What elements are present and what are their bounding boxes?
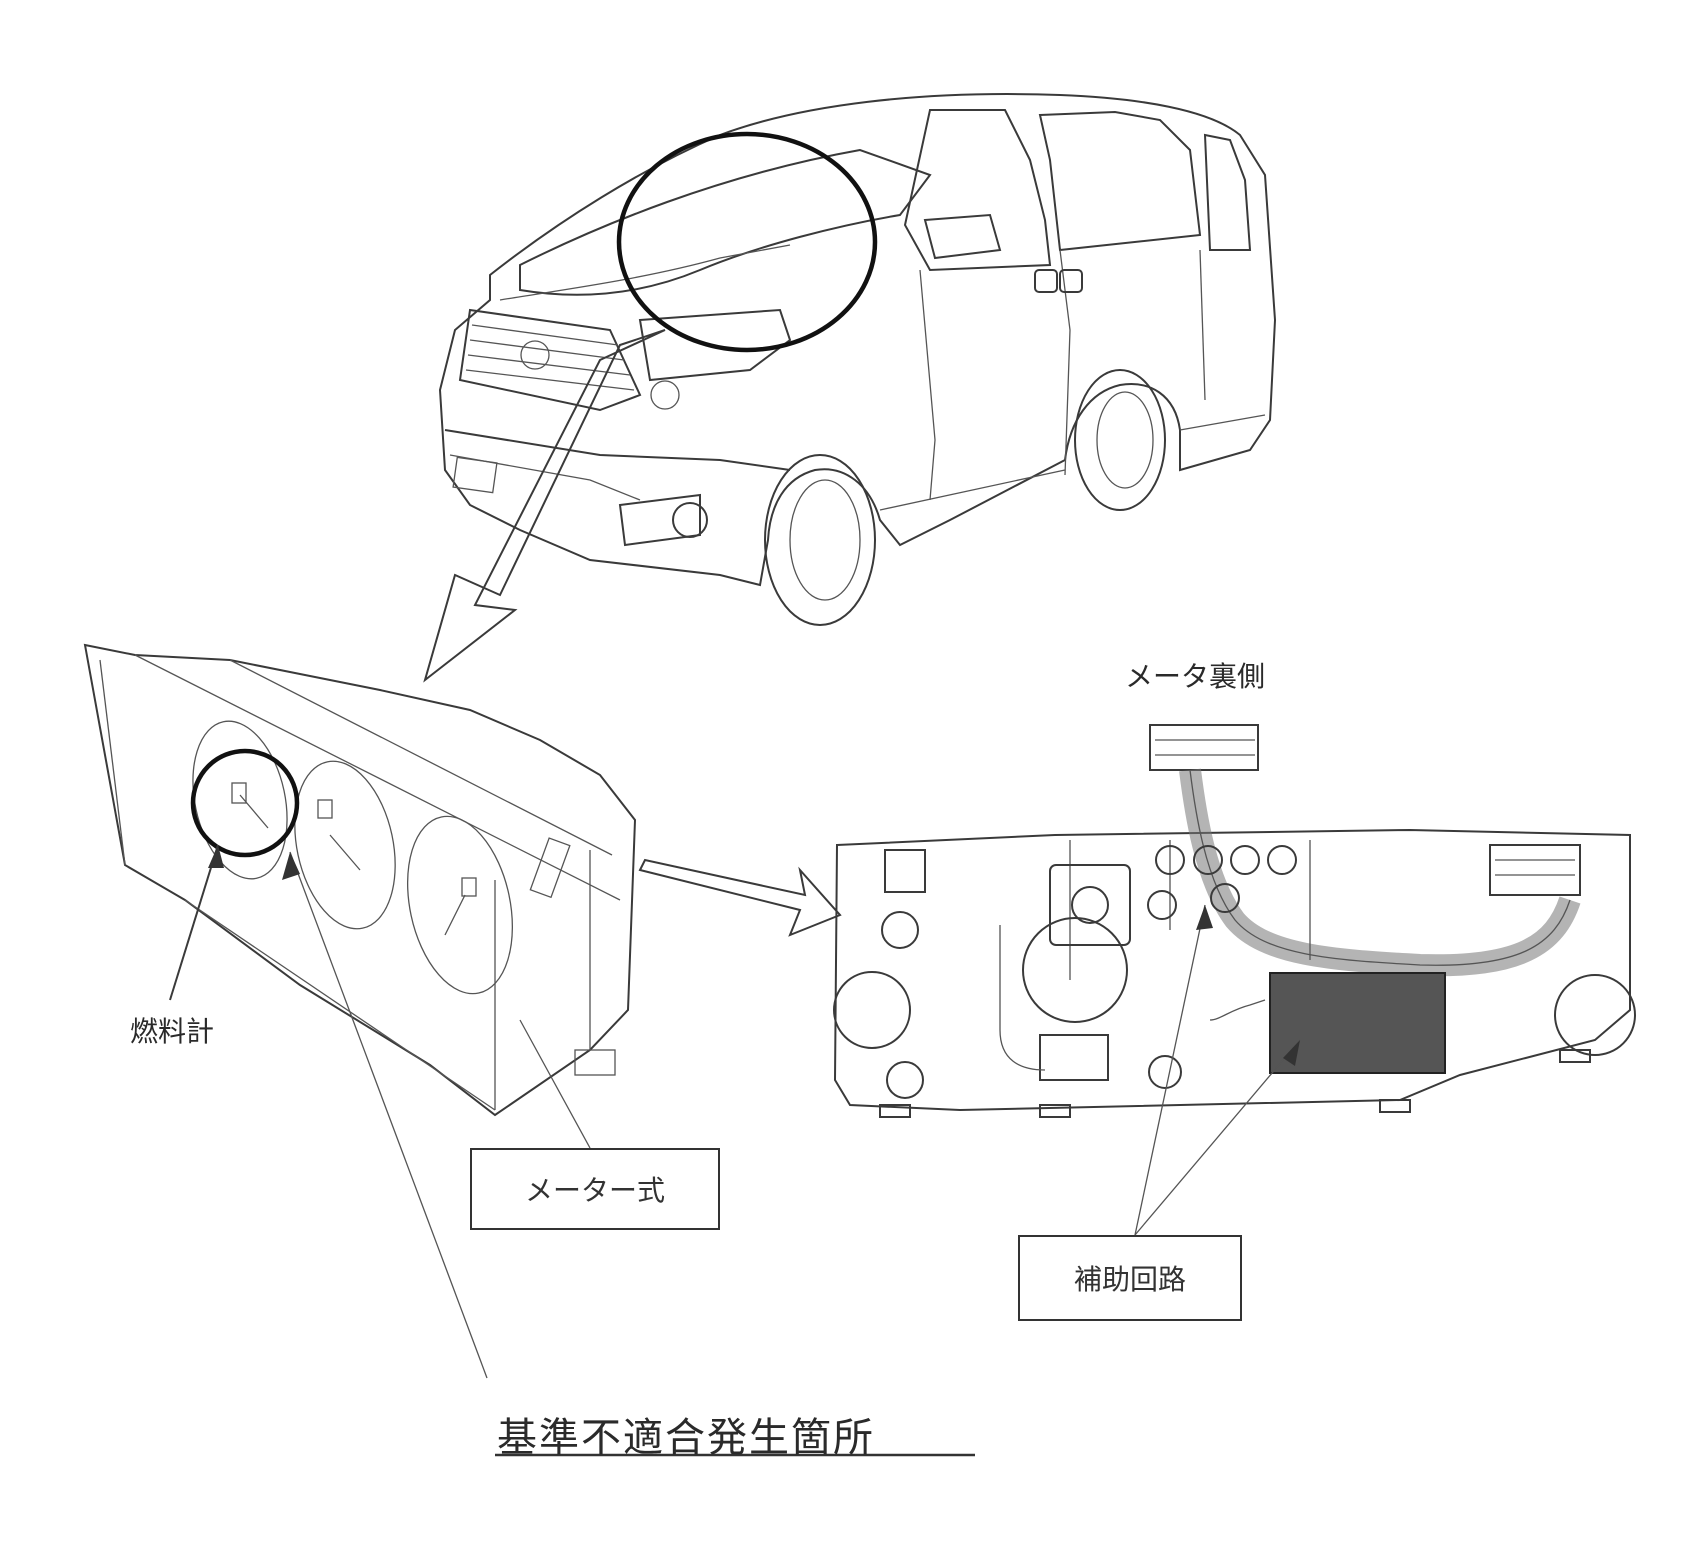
fuel-gauge-label: 燃料計 [130,1015,215,1048]
fuel-gauge-pointer [169,844,219,1001]
meter-assembly-text: メーター式 [524,1174,665,1207]
meter-back-label: メータ裏側 [1125,660,1266,693]
aux-circuit-pointer-1 [1134,904,1206,1236]
aux-circuit-label: 補助回路 [1018,1235,1242,1321]
van-illustration [438,93,1277,626]
front-to-back-arrow [638,858,842,937]
aux-circuit-board [1269,972,1446,1074]
defect-pointer [289,851,488,1379]
meter-assembly-pointer [519,1019,591,1149]
meter-assembly-label: メーター式 [470,1148,720,1230]
meter-back-illustration [833,724,1636,1118]
defect-location-label: 基準不適合発生箇所 [497,1415,875,1461]
aux-circuit-text: 補助回路 [1073,1263,1186,1296]
van-to-meter-arrow [423,329,666,683]
aux-circuit-pointer-2 [1134,1039,1301,1236]
meter-front-illustration [83,643,637,1117]
